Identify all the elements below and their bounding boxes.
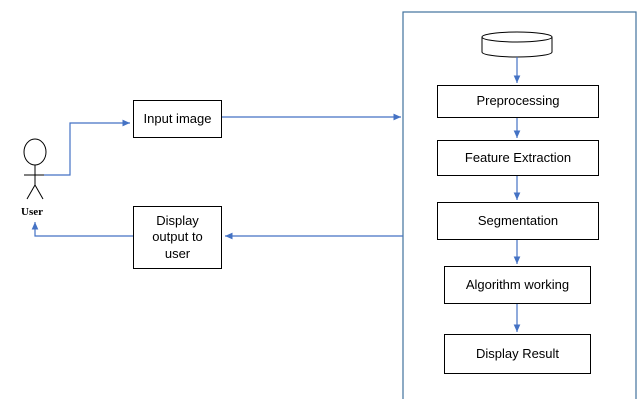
user-to-input-connector xyxy=(44,119,130,176)
display-output-box: Display output to user xyxy=(133,206,222,269)
output-to-user-connector xyxy=(31,222,133,237)
step-algorithm-working: Algorithm working xyxy=(444,266,591,304)
system-panel xyxy=(402,11,637,399)
step-feature-extraction: Feature Extraction xyxy=(437,140,599,176)
database-cylinder-icon xyxy=(481,31,553,58)
step-display-result: Display Result xyxy=(444,334,591,374)
step-preprocessing: Preprocessing xyxy=(437,85,599,118)
user-label: User xyxy=(21,206,43,218)
step-segmentation: Segmentation xyxy=(437,202,599,240)
user-actor-icon xyxy=(23,138,47,200)
input-image-box: Input image xyxy=(133,100,222,138)
